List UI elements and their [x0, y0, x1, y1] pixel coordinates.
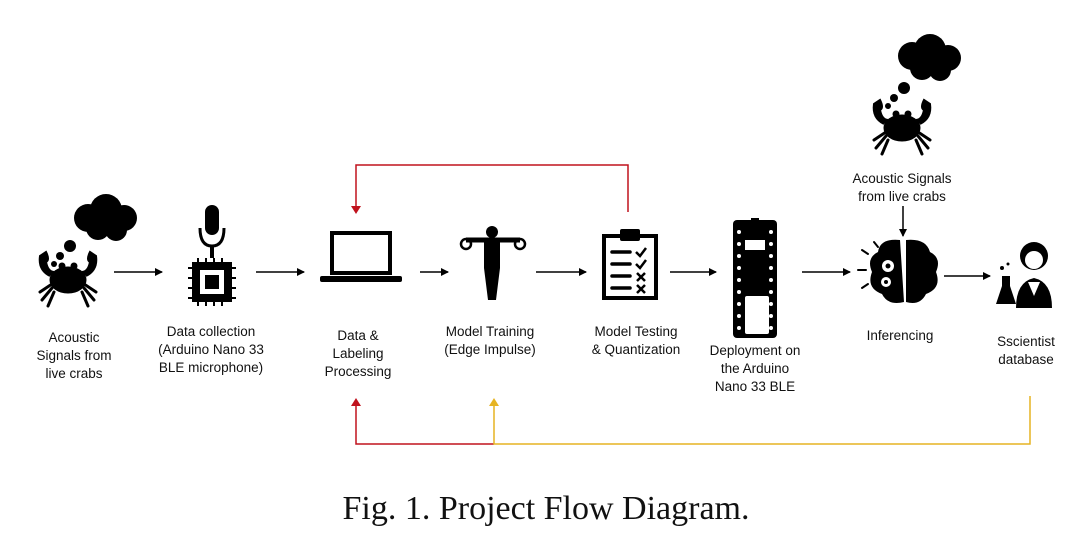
microphone-chip-icon: [188, 205, 236, 306]
crab-icon: [38, 250, 98, 308]
stage-label-scientist-database: Sscientist database: [997, 334, 1055, 367]
crab-icon: [872, 98, 932, 156]
stage-label-data-labeling: Data & Labeling Processing: [324, 328, 392, 379]
stage-label-inferencing: Inferencing: [866, 328, 934, 343]
brain-gears-icon: [857, 239, 938, 303]
trainer-icon: [459, 226, 527, 300]
scientist-icon: [996, 242, 1052, 308]
thought-cloud-icon: [885, 34, 961, 109]
stage-label-deployment: Deployment on the Arduino Nano 33 BLE: [709, 343, 801, 394]
feedback-loop-bottom-red: [351, 398, 494, 445]
stage-label-model-testing: Model Testing & Quantization: [591, 324, 681, 357]
arduino-board-icon: [733, 218, 777, 338]
thought-cloud-icon: [51, 194, 137, 267]
stage-label-data-collection: Data collection (Arduino Nano 33 BLE mic…: [158, 324, 264, 375]
feedback-loop-bottom-yellow: [489, 396, 1031, 445]
crab-thought-icon: [872, 34, 961, 156]
stage-label-model-training: Model Training (Edge Impulse): [444, 324, 536, 357]
figure-caption: Fig. 1. Project Flow Diagram.: [342, 490, 750, 527]
stage-label-acoustic-signals: Acoustic Signals from live crabs: [36, 330, 112, 381]
laptop-icon: [320, 231, 402, 282]
input-label-acoustic-signals: Acoustic Signals from live crabs: [852, 171, 952, 204]
clipboard-checklist-icon: [602, 229, 658, 300]
feedback-loop-top: [351, 164, 629, 214]
flow-arrows: [114, 206, 991, 280]
crab-thought-icon: [38, 194, 137, 308]
